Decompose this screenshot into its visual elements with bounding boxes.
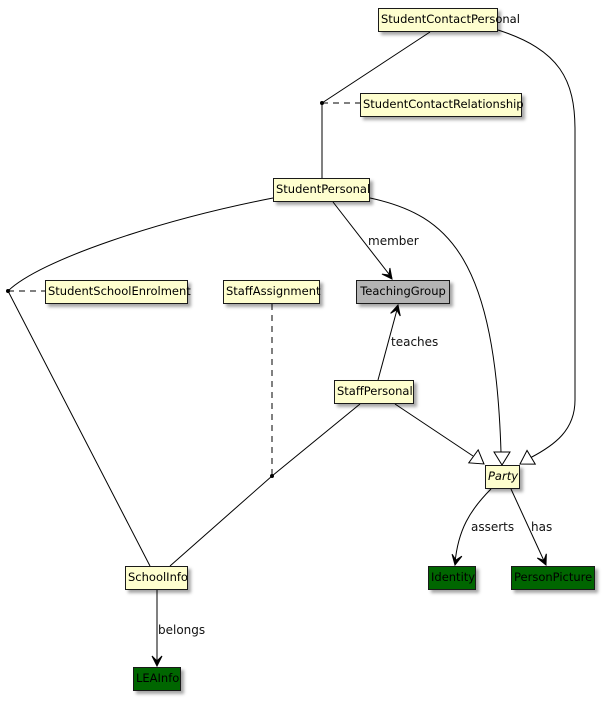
class-node-label: TeachingGroup xyxy=(360,284,446,298)
edge-has xyxy=(510,488,546,564)
class-node-label: SchoolInfo xyxy=(128,570,188,584)
edge-label-teaches: teaches xyxy=(391,335,439,349)
class-node-label: StudentSchoolEnrolment xyxy=(48,284,191,298)
edge-label-has: has xyxy=(531,520,553,534)
generalization-triangle-icon xyxy=(519,449,537,465)
class-node-teaching-group[interactable]: TeachingGroup xyxy=(356,280,450,304)
edge-label-member: member xyxy=(368,234,419,248)
edge-member xyxy=(332,201,393,279)
arrowhead-icon xyxy=(390,303,401,317)
class-node-label: StudentPersonal xyxy=(276,182,371,196)
edge-label-belongs: belongs xyxy=(158,623,206,637)
class-node-label: Party xyxy=(488,469,519,483)
arrowhead-icon xyxy=(536,553,547,567)
class-node-person-picture[interactable]: PersonPicture xyxy=(511,566,595,590)
class-node-label: Identity xyxy=(431,570,476,584)
arrowhead-icon xyxy=(151,655,163,668)
class-node-label: LEAInfo xyxy=(136,671,180,685)
class-node-student-personal[interactable]: StudentPersonal xyxy=(273,178,370,202)
generalization-triangle-icon xyxy=(467,448,485,465)
association-junction-dot xyxy=(270,474,274,478)
generalization-edge-staff-party xyxy=(394,403,474,457)
class-node-staff-assignment[interactable]: StaffAssignment xyxy=(223,280,321,304)
class-node-lea-info[interactable]: LEAInfo xyxy=(133,667,181,691)
class-node-label: StaffAssignment xyxy=(226,284,321,298)
class-node-school-info[interactable]: SchoolInfo xyxy=(125,566,188,590)
association-edge-staff-school xyxy=(169,403,361,567)
class-node-student-contact-relationship[interactable]: StudentContactRelationship xyxy=(360,93,524,117)
class-node-label: PersonPicture xyxy=(514,570,593,584)
generalization-edge-contact-party xyxy=(497,29,576,459)
edge-asserts xyxy=(454,488,492,564)
arrowhead-icon xyxy=(451,553,463,567)
class-node-label: StudentContactPersonal xyxy=(381,12,520,26)
edge-label-asserts: asserts xyxy=(471,520,515,534)
association-edge-student-school xyxy=(7,197,274,567)
class-node-student-contact-personal[interactable]: StudentContactPersonal xyxy=(378,8,520,32)
class-node-staff-personal[interactable]: StaffPersonal xyxy=(334,380,414,404)
class-node-student-school-enrolment[interactable]: StudentSchoolEnrolment xyxy=(45,280,191,304)
class-node-identity[interactable]: Identity xyxy=(428,566,476,590)
class-node-label: StaffPersonal xyxy=(337,384,413,398)
class-node-label: StudentContactRelationship xyxy=(363,97,524,111)
class-node-party[interactable]: Party xyxy=(485,465,520,489)
generalization-triangle-icon xyxy=(493,451,511,466)
edge-teaches xyxy=(377,305,399,381)
generalization-edge-student-party xyxy=(369,197,502,453)
arrowhead-icon xyxy=(381,267,393,280)
edges-layer xyxy=(6,29,576,668)
